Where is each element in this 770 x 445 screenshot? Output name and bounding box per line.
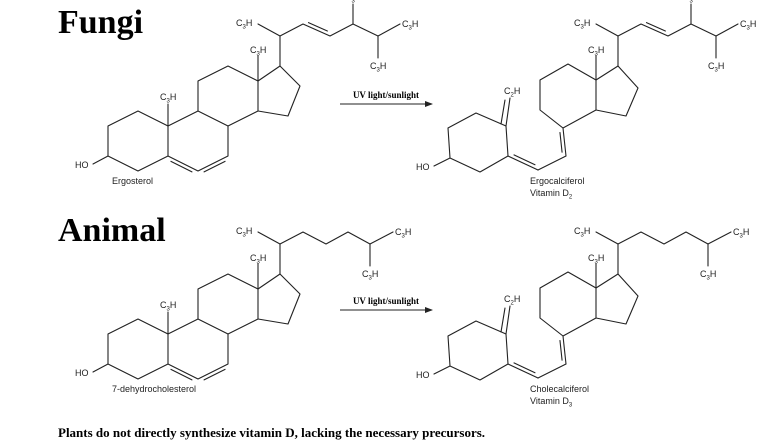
bond xyxy=(505,305,511,335)
hydroxyl-label: HO xyxy=(416,370,430,380)
bond xyxy=(92,363,109,373)
bond xyxy=(539,63,597,129)
animal-heading: Animal xyxy=(58,212,166,249)
methyl-c27-label: C3H xyxy=(370,61,386,74)
double-bond xyxy=(307,22,328,32)
product-name: Cholecalciferol xyxy=(530,384,589,394)
methyl-c21-label: C3H xyxy=(574,18,590,31)
bond xyxy=(447,112,509,173)
arrow-label: UV light/sunlight xyxy=(353,296,419,306)
bond xyxy=(505,97,511,127)
double-bond xyxy=(203,160,226,173)
bond xyxy=(167,110,229,172)
bond xyxy=(595,273,639,325)
methyl-c28-label: C3H xyxy=(345,0,361,5)
bond xyxy=(595,65,639,117)
hydroxyl-label: HO xyxy=(416,162,430,172)
bond xyxy=(257,65,301,117)
methyl-c13-label: C3H xyxy=(588,45,604,58)
methyl-c13-label: C3H xyxy=(250,253,266,266)
bond xyxy=(433,365,451,375)
bond xyxy=(377,23,401,37)
double-bond xyxy=(170,160,193,173)
double-bond xyxy=(559,132,563,153)
methyl-c10-label: C3H xyxy=(160,92,176,105)
double-bond xyxy=(170,368,193,381)
vitamin-label: Vitamin D2 xyxy=(530,188,573,201)
methyl-c13-label: C3H xyxy=(588,253,604,266)
bond xyxy=(539,271,597,337)
double-bond xyxy=(645,22,666,32)
product-name: Ergocalciferol xyxy=(530,176,585,186)
bond xyxy=(507,155,539,171)
bond xyxy=(617,23,717,37)
bond xyxy=(562,127,567,157)
methyl-c21-label: C3H xyxy=(236,18,252,31)
double-bond xyxy=(203,368,226,381)
bond xyxy=(447,320,509,381)
ergocalciferol-structure: C2H C3H HO C3H C3H C3H C3H xyxy=(416,0,756,173)
methyl-c27-label: C3H xyxy=(708,61,724,74)
double-bond xyxy=(500,99,506,125)
bond xyxy=(257,273,301,325)
methyl-c27-label: C3H xyxy=(362,269,378,282)
fungi-heading: Fungi xyxy=(58,4,144,41)
precursor-name: Ergosterol xyxy=(112,176,153,186)
arrow-label: UV light/sunlight xyxy=(353,90,419,100)
bond xyxy=(107,110,169,172)
hydroxyl-label: HO xyxy=(75,368,89,378)
methyl-c27-label: C3H xyxy=(700,269,716,282)
methyl-c21-label: C3H xyxy=(236,226,252,239)
cholecalciferol-structure: C2H C3H HO C3H C3H C3H xyxy=(416,226,749,381)
methyl-c26-label: C3H xyxy=(395,227,411,240)
bond xyxy=(433,157,451,167)
methyl-c13-label: C3H xyxy=(250,45,266,58)
methyl-c26-label: C3H xyxy=(733,227,749,240)
vitamin-label: Vitamin D3 xyxy=(530,396,573,409)
bond xyxy=(715,23,739,37)
animal-reaction-arrow: UV light/sunlight xyxy=(340,296,433,313)
dehydrocholesterol-structure: C3H C3H HO C3H C3H C3H xyxy=(75,226,411,381)
bond xyxy=(107,318,169,380)
bond xyxy=(92,155,109,165)
bond xyxy=(537,155,567,171)
bond xyxy=(507,363,539,379)
methyl-c26-label: C3H xyxy=(740,19,756,32)
double-bond xyxy=(559,340,563,361)
double-bond xyxy=(513,362,536,374)
bond xyxy=(595,23,619,37)
bond xyxy=(257,231,281,245)
bond xyxy=(167,318,229,380)
hydroxyl-label: HO xyxy=(75,160,89,170)
bond xyxy=(707,231,732,245)
bond xyxy=(617,231,709,245)
bond xyxy=(197,65,259,127)
double-bond xyxy=(513,154,536,166)
bond xyxy=(279,23,379,37)
fungi-reaction-arrow: UV light/sunlight xyxy=(340,90,433,107)
bond xyxy=(197,273,259,335)
footer-note: Plants do not directly synthesize vitami… xyxy=(58,425,486,440)
methyl-c10-label: C3H xyxy=(160,300,176,313)
bond xyxy=(369,231,394,245)
methyl-c28-label: C3H xyxy=(683,0,699,5)
double-bond xyxy=(500,307,506,333)
ch2-label: C2H xyxy=(504,86,520,99)
ch2-label: C2H xyxy=(504,294,520,307)
precursor-name: 7-dehydrocholesterol xyxy=(112,384,196,394)
methyl-c26-label: C3H xyxy=(402,19,418,32)
bond xyxy=(562,335,567,365)
methyl-c21-label: C3H xyxy=(574,226,590,239)
bond xyxy=(537,363,567,379)
ergosterol-structure: C3H C3H HO C3H C3H C3H C3H xyxy=(75,0,418,173)
bond xyxy=(279,231,371,245)
bond xyxy=(257,23,281,37)
bond xyxy=(595,231,619,245)
